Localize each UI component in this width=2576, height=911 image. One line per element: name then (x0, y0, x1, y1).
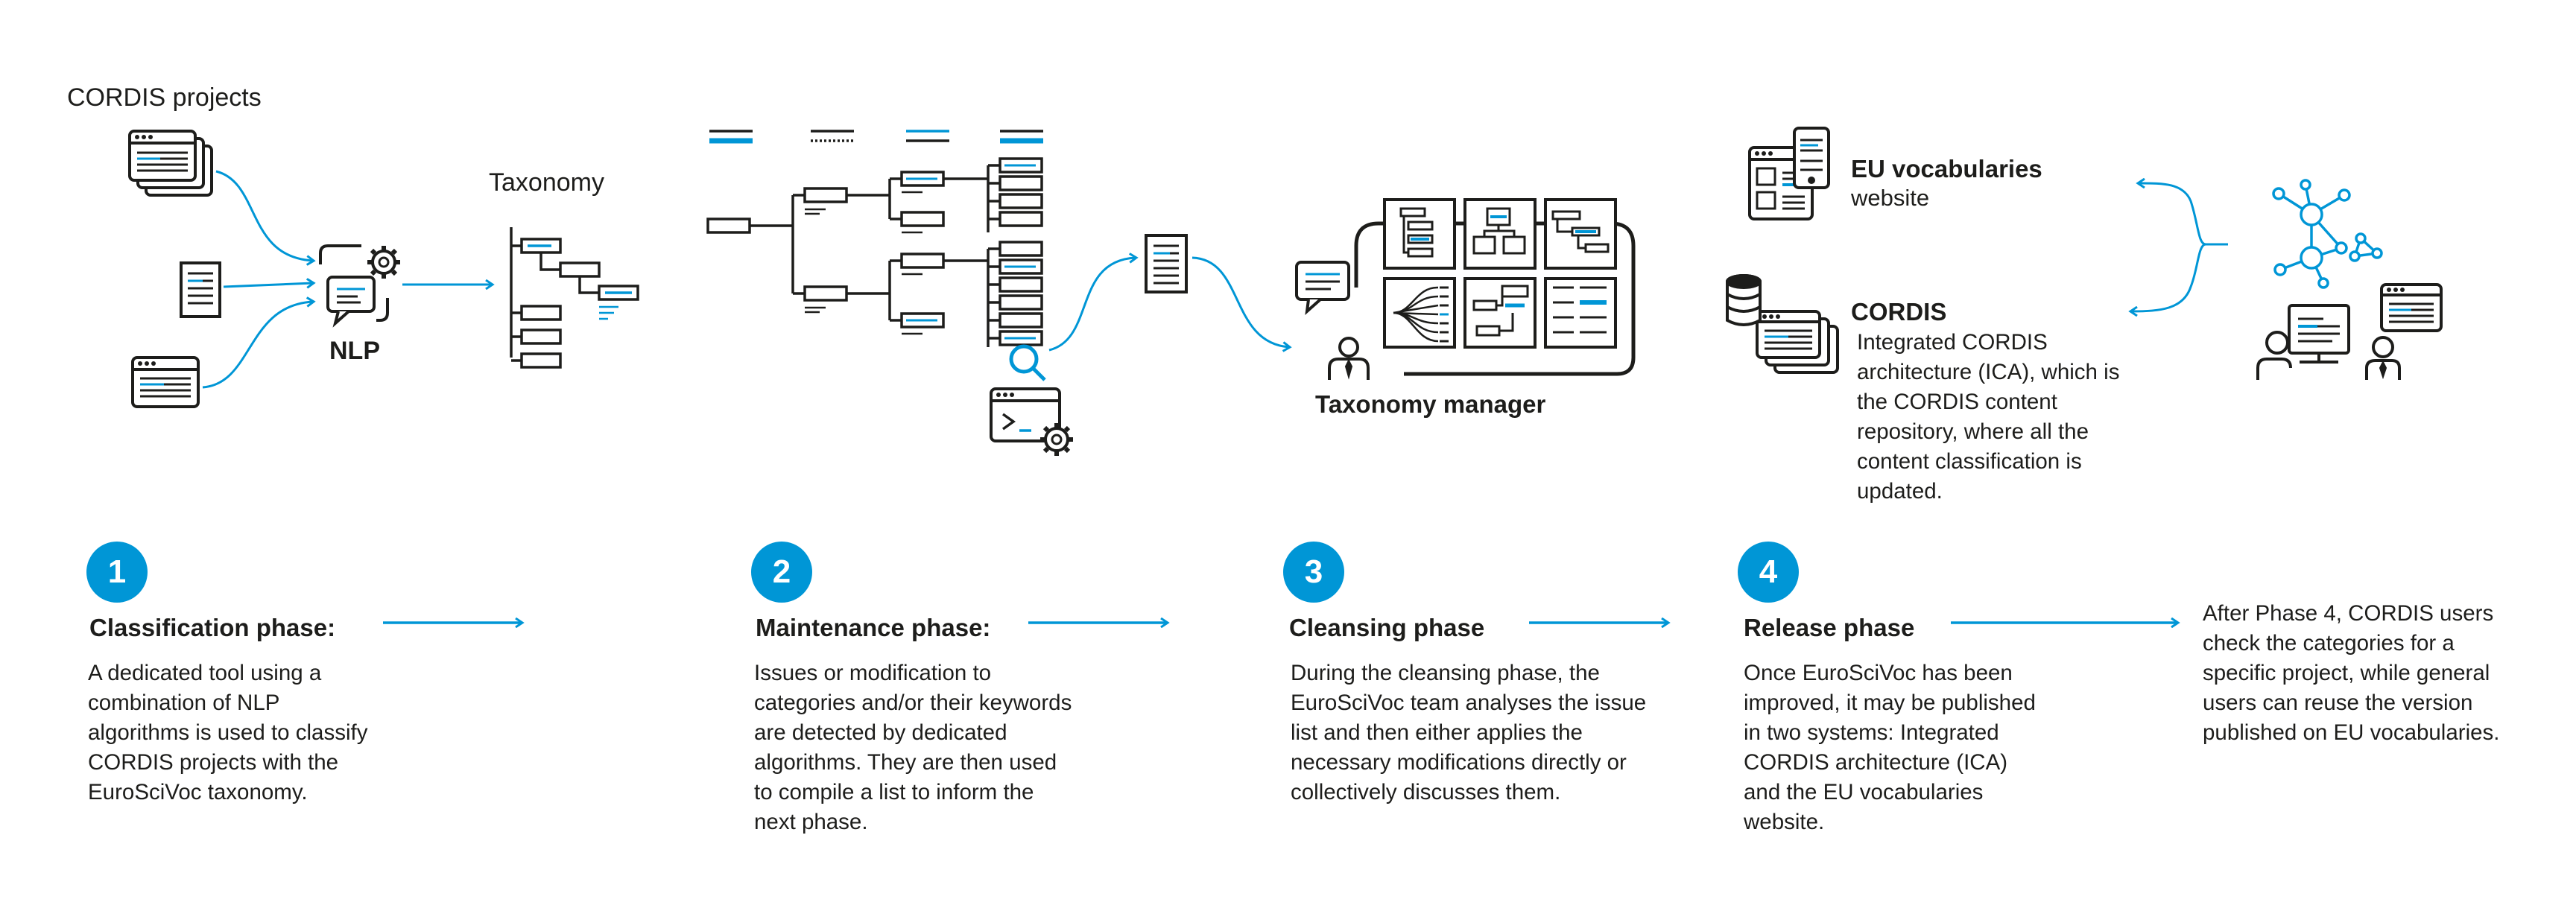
maintenance-legend-lines (709, 130, 1043, 144)
magnifier-icon (1009, 344, 1046, 381)
cordis-projects-label: CORDIS projects (67, 83, 262, 112)
network-graph-icon (2272, 179, 2383, 289)
magnifier-to-list-arrow (1048, 258, 1136, 352)
nlp-chat-gear-icon (319, 244, 400, 328)
taxonomy-manager-board-icon (1295, 198, 1636, 380)
taxonomy-tree-icon (510, 227, 639, 369)
nlp-label: NLP (329, 337, 380, 365)
phase-2-title: Maintenance phase: (756, 614, 991, 641)
phase-1-number-badge: 1 (86, 542, 148, 603)
document-icon (180, 261, 221, 318)
phase-1-description: A dedicated tool using a combination of … (88, 661, 368, 804)
release-branch-arrows (2131, 183, 2228, 311)
cordis-label: CORDIS (1851, 298, 1947, 326)
phase-4-number-badge: 4 (1738, 542, 1799, 603)
projects-to-nlp-connectors (202, 170, 313, 389)
maintenance-tree-icon (706, 157, 1043, 347)
terminal-gear-icon (990, 387, 1073, 456)
cordis-description: Integrated CORDIS architecture (ICA), wh… (1857, 330, 2120, 504)
browser-window-icon (131, 356, 200, 408)
website-label: website (1851, 185, 1930, 211)
phase-2-number-badge: 2 (751, 542, 812, 603)
phase-3-number-badge: 3 (1283, 542, 1344, 603)
phase-1-title: Classification phase: (89, 614, 336, 641)
taxonomy-manager-label: Taxonomy manager (1315, 390, 1546, 418)
phase-4-title: Release phase (1744, 614, 1915, 641)
phase-3-description: During the cleansing phase, the EuroSciV… (1291, 661, 1647, 804)
phase-3-title: Cleansing phase (1289, 614, 1485, 641)
users-at-computer-icon (2256, 283, 2443, 380)
closing-note: After Phase 4, CORDIS users check the ca… (2203, 601, 2500, 745)
eu-vocabularies-label: EU vocabularies (1851, 155, 2042, 182)
phase-2-description: Issues or modification to categories and… (754, 661, 1072, 834)
taxonomy-label: Taxonomy (489, 168, 604, 197)
phase-4-description: Once EuroSciVoc has been improved, it ma… (1744, 661, 2036, 834)
eu-vocabularies-devices-icon (1748, 127, 1830, 220)
issue-list-document-icon (1145, 234, 1188, 293)
list-to-manager-arrow (1192, 256, 1289, 347)
cordis-database-icon (1726, 274, 1839, 374)
cordis-projects-stack-icon (128, 130, 213, 197)
